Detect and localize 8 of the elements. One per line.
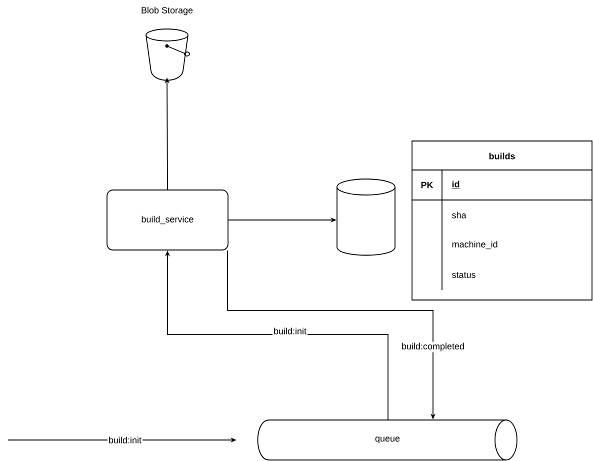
edge-label: build:completed <box>400 342 466 352</box>
database-cylinder <box>336 178 396 256</box>
queue-cylinder: queue <box>257 420 518 460</box>
edge-label: build:init <box>108 436 143 444</box>
service-box: build_service <box>106 190 228 250</box>
node-label: queue <box>375 436 400 444</box>
edge-label: build:init <box>272 326 308 336</box>
entity-table: builds PK id sha machine_id status <box>412 140 592 300</box>
